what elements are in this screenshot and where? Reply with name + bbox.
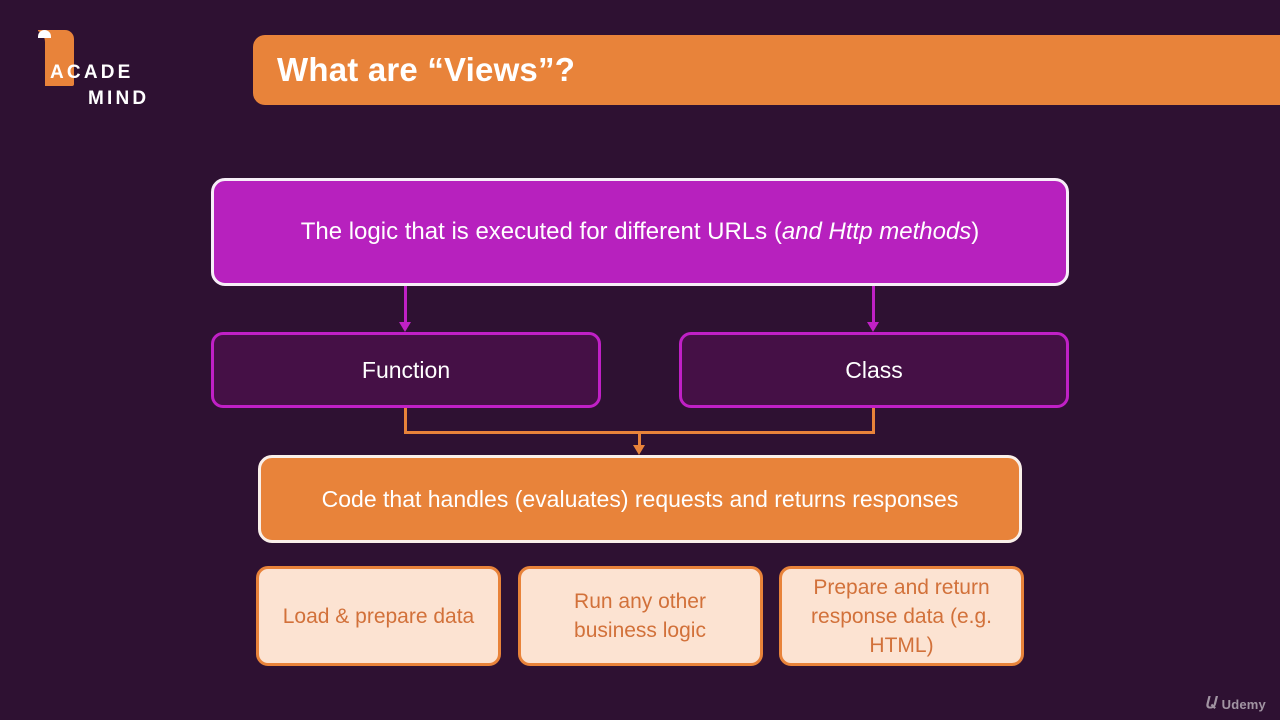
title-banner: What are “Views”? (253, 35, 1280, 105)
bracket-stub-class (872, 408, 875, 434)
branch-box-function: Function (211, 332, 601, 408)
card-label: Prepare and return response data (e.g. H… (811, 575, 992, 657)
udemy-watermark: Ա Udemy (1204, 696, 1266, 712)
connector-arrowhead-to-function (399, 322, 411, 332)
connector-line-to-class (872, 286, 875, 324)
card-label: Load & prepare data (282, 604, 475, 628)
card-business-logic: Run any other business logic (517, 566, 763, 666)
branch-label-function: Function (361, 356, 451, 383)
udemy-logo-icon: Ա (1204, 695, 1217, 712)
logo-line-2: MIND (88, 88, 150, 109)
definition-text-after: ) (971, 218, 980, 245)
connector-arrowhead-to-class (867, 322, 879, 332)
connector-line-to-function (404, 286, 407, 324)
branch-label-class: Class (845, 356, 903, 383)
bracket-down-line (638, 431, 641, 447)
bookmark-flag-icon (33, 30, 74, 86)
definition-text-before: The logic that is executed for different… (300, 218, 782, 245)
summary-box: Code that handles (evaluates) requests a… (258, 455, 1022, 543)
definition-label: The logic that is executed for different… (301, 218, 980, 246)
card-label: Run any other business logic (574, 590, 706, 642)
summary-label: Code that handles (evaluates) requests a… (321, 485, 959, 512)
page-title: What are “Views”? (277, 51, 576, 88)
responsibility-cards: Load & prepare data Run any other busine… (256, 566, 1024, 666)
definition-box: The logic that is executed for different… (211, 178, 1069, 286)
bracket-stub-function (404, 408, 407, 434)
branch-box-class: Class (679, 332, 1069, 408)
logo-line-1: ACADE (50, 62, 134, 83)
card-load-prepare-data: Load & prepare data (256, 566, 501, 666)
udemy-watermark-label: Udemy (1221, 696, 1266, 712)
logo-wordmark: ACADE MIND (32, 60, 212, 112)
card-response-data: Prepare and return response data (e.g. H… (779, 566, 1024, 666)
bracket-arrowhead (633, 445, 645, 455)
academind-logo: ACADE MIND (32, 28, 212, 110)
definition-text-italic: and Http methods (781, 218, 972, 245)
